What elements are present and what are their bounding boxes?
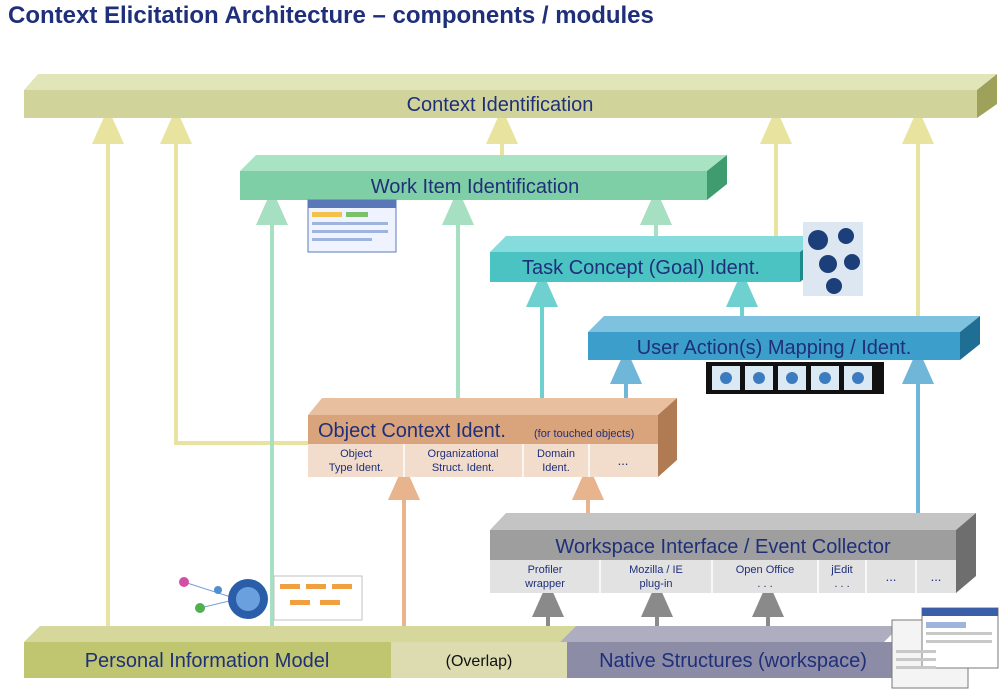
cell-jedit-line2: . . .	[834, 578, 849, 590]
workspace-label: Workspace Interface / Event Collector	[555, 536, 891, 558]
cell-jedit-line1: jEdit	[830, 564, 852, 576]
cell-domain-line2: Ident.	[542, 462, 570, 474]
work-item-box: Work Item Identification	[240, 155, 727, 200]
native-segment	[567, 642, 897, 678]
user-action-box: User Action(s) Mapping / Ident.	[588, 316, 980, 360]
cell-org-struct-line1: Organizational	[428, 448, 499, 460]
work-item-label: Work Item Identification	[371, 176, 580, 198]
cell-object-type-line2: Type Ident.	[329, 462, 383, 474]
cell-workspace-ellipsis-1: ...	[886, 569, 897, 584]
task-concept-box: Task Concept (Goal) Ident.	[490, 236, 820, 282]
cell-org-struct-line2: Struct. Ident.	[432, 462, 494, 474]
object-context-label: Object Context Ident.	[318, 420, 506, 442]
cell-object-type-line1: Object	[340, 448, 372, 460]
overlap-segment	[391, 642, 567, 678]
task-concept-label: Task Concept (Goal) Ident.	[522, 257, 760, 279]
overlap-label: (Overlap)	[446, 653, 513, 670]
workspace-screenshots-image	[891, 607, 999, 689]
cell-object-ellipsis: ...	[618, 453, 629, 468]
cell-profiler-line1: Profiler	[528, 564, 563, 576]
workspace-box: Workspace Interface / Event Collector Pr…	[490, 513, 976, 593]
arrows	[92, 108, 934, 628]
page-title: Context Elicitation Architecture – compo…	[8, 2, 654, 29]
cell-domain-line1: Domain	[537, 448, 575, 460]
cell-mozilla-line1: Mozilla / IE	[629, 564, 683, 576]
object-context-note: (for touched objects)	[534, 428, 634, 440]
context-identification-label: Context Identification	[407, 94, 594, 116]
native-label: Native Structures (workspace)	[599, 650, 867, 672]
pim-graph-image	[179, 575, 363, 621]
people-pictograms-image	[803, 222, 863, 296]
cell-openoffice-line2: . . .	[757, 578, 772, 590]
cell-mozilla-line2: plug-in	[639, 578, 672, 590]
context-identification-box: Context Identification	[24, 74, 997, 118]
arrow-object-to-context	[160, 108, 312, 445]
pim-segment	[24, 642, 391, 678]
bottom-bar: Personal Information Model (Overlap) Nat…	[24, 626, 900, 678]
work-item-screenshot-image	[307, 199, 397, 253]
cell-openoffice-line1: Open Office	[736, 564, 795, 576]
cell-profiler-line2: wrapper	[524, 578, 565, 590]
cell-workspace-ellipsis-2: ...	[931, 569, 942, 584]
filmstrip-image	[706, 362, 884, 394]
object-context-box: Object Context Ident. (for touched objec…	[308, 398, 677, 477]
pim-label: Personal Information Model	[85, 650, 330, 672]
user-action-label: User Action(s) Mapping / Ident.	[637, 337, 912, 359]
